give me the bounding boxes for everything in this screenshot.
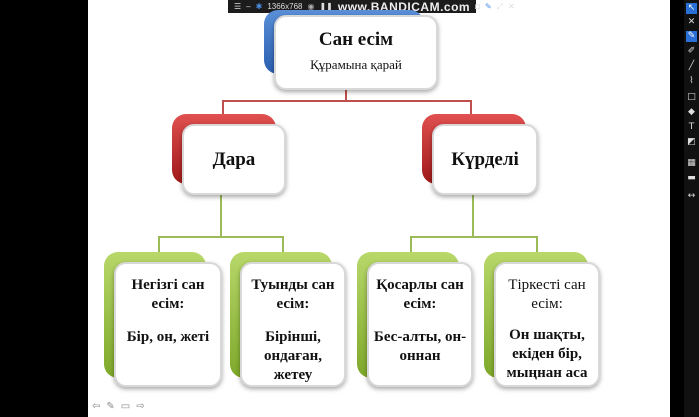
record-icon[interactable]: ◉	[307, 2, 315, 11]
connector	[158, 236, 160, 252]
node-kurdeli-title: Күрделі	[451, 149, 519, 170]
root-title: Сан есім	[318, 29, 394, 50]
pencil-icon[interactable]: ✎	[484, 2, 492, 11]
text-icon[interactable]: T	[688, 122, 695, 132]
connector	[536, 236, 538, 252]
width-icon[interactable]: ▬	[687, 173, 696, 183]
brush-icon[interactable]: ⌇	[689, 76, 694, 86]
eraser-icon[interactable]: ◩	[687, 137, 696, 147]
leaf-tuyndy: Туынды сан есім: Бірінші, ондаған, жетеу	[240, 262, 346, 387]
rectangle-icon[interactable]: ▭	[120, 401, 131, 412]
leaf-negizgi: Негізгі сан есім: Бір, он, жеті	[114, 262, 222, 387]
connector	[410, 236, 412, 252]
leaf-head: Қосарлы сан есім:	[376, 277, 464, 312]
node-kurdeli: Күрделі	[432, 124, 538, 195]
arrow-icon[interactable]: ⇦	[92, 401, 101, 412]
leaf-body: Бірінші, ондаған, жетеу	[264, 329, 322, 383]
leaf-head: Тіркесті сан есім:	[508, 277, 586, 312]
leaf-head: Негізгі сан есім:	[131, 277, 205, 312]
connector	[222, 100, 472, 102]
leaf-tirkesti: Тіркесті сан есім: Он шақты, екіден бір,…	[494, 262, 600, 387]
leaf-head: Туынды сан есім:	[251, 277, 335, 312]
close-icon[interactable]: ✕	[687, 17, 696, 27]
connector	[282, 236, 284, 252]
pointer-icon[interactable]: ↖	[686, 3, 697, 14]
connector	[470, 100, 472, 118]
leaf-body: Он шақты, екіден бір, мыңнан аса	[506, 327, 588, 381]
minus-icon[interactable]: –	[246, 2, 251, 11]
forward-icon[interactable]: ⇨	[136, 401, 145, 412]
leaf-body: Бес-алты, он-оннан	[373, 329, 467, 364]
move-icon[interactable]: ↔	[687, 191, 696, 201]
menu-icon[interactable]: ☰	[234, 2, 242, 11]
node-dara: Дара	[182, 124, 286, 195]
marker-icon[interactable]: ✐	[687, 46, 696, 56]
leaf-body: Бір, он, жеті	[126, 329, 210, 345]
resolution-label: 1366x768	[267, 2, 303, 11]
root-subtitle: Құрамына қарай	[310, 57, 402, 72]
expand-icon[interactable]: ⤢	[496, 1, 504, 11]
pin-icon[interactable]: ✱	[255, 2, 263, 11]
connector	[220, 194, 222, 238]
pen-icon[interactable]: ✎	[106, 401, 115, 412]
close-icon[interactable]: ✕	[508, 2, 515, 11]
pause-icon[interactable]: ❚❚	[319, 2, 333, 11]
annotation-toolbar	[684, 0, 699, 417]
connector	[410, 236, 538, 238]
fill-icon[interactable]: ◆	[688, 107, 695, 117]
root-node: Сан есім Құрамына қарай	[274, 15, 438, 90]
leaf-kosarly: Қосарлы сан есім: Бес-алты, он-оннан	[367, 262, 473, 387]
clear-icon[interactable]: ▦	[687, 158, 696, 168]
slideshow-controls: ⇦ ✎ ▭ ⇨	[92, 401, 145, 412]
connector	[472, 194, 474, 238]
connector	[345, 88, 347, 102]
connector	[222, 100, 224, 118]
node-dara-title: Дара	[212, 149, 256, 170]
pen-icon[interactable]: ✎	[686, 31, 697, 42]
camera-icon[interactable]: ◘	[475, 2, 480, 11]
line-icon[interactable]: ╱	[688, 61, 695, 71]
rectangle-icon[interactable]: □	[687, 92, 696, 102]
connector	[158, 236, 284, 238]
